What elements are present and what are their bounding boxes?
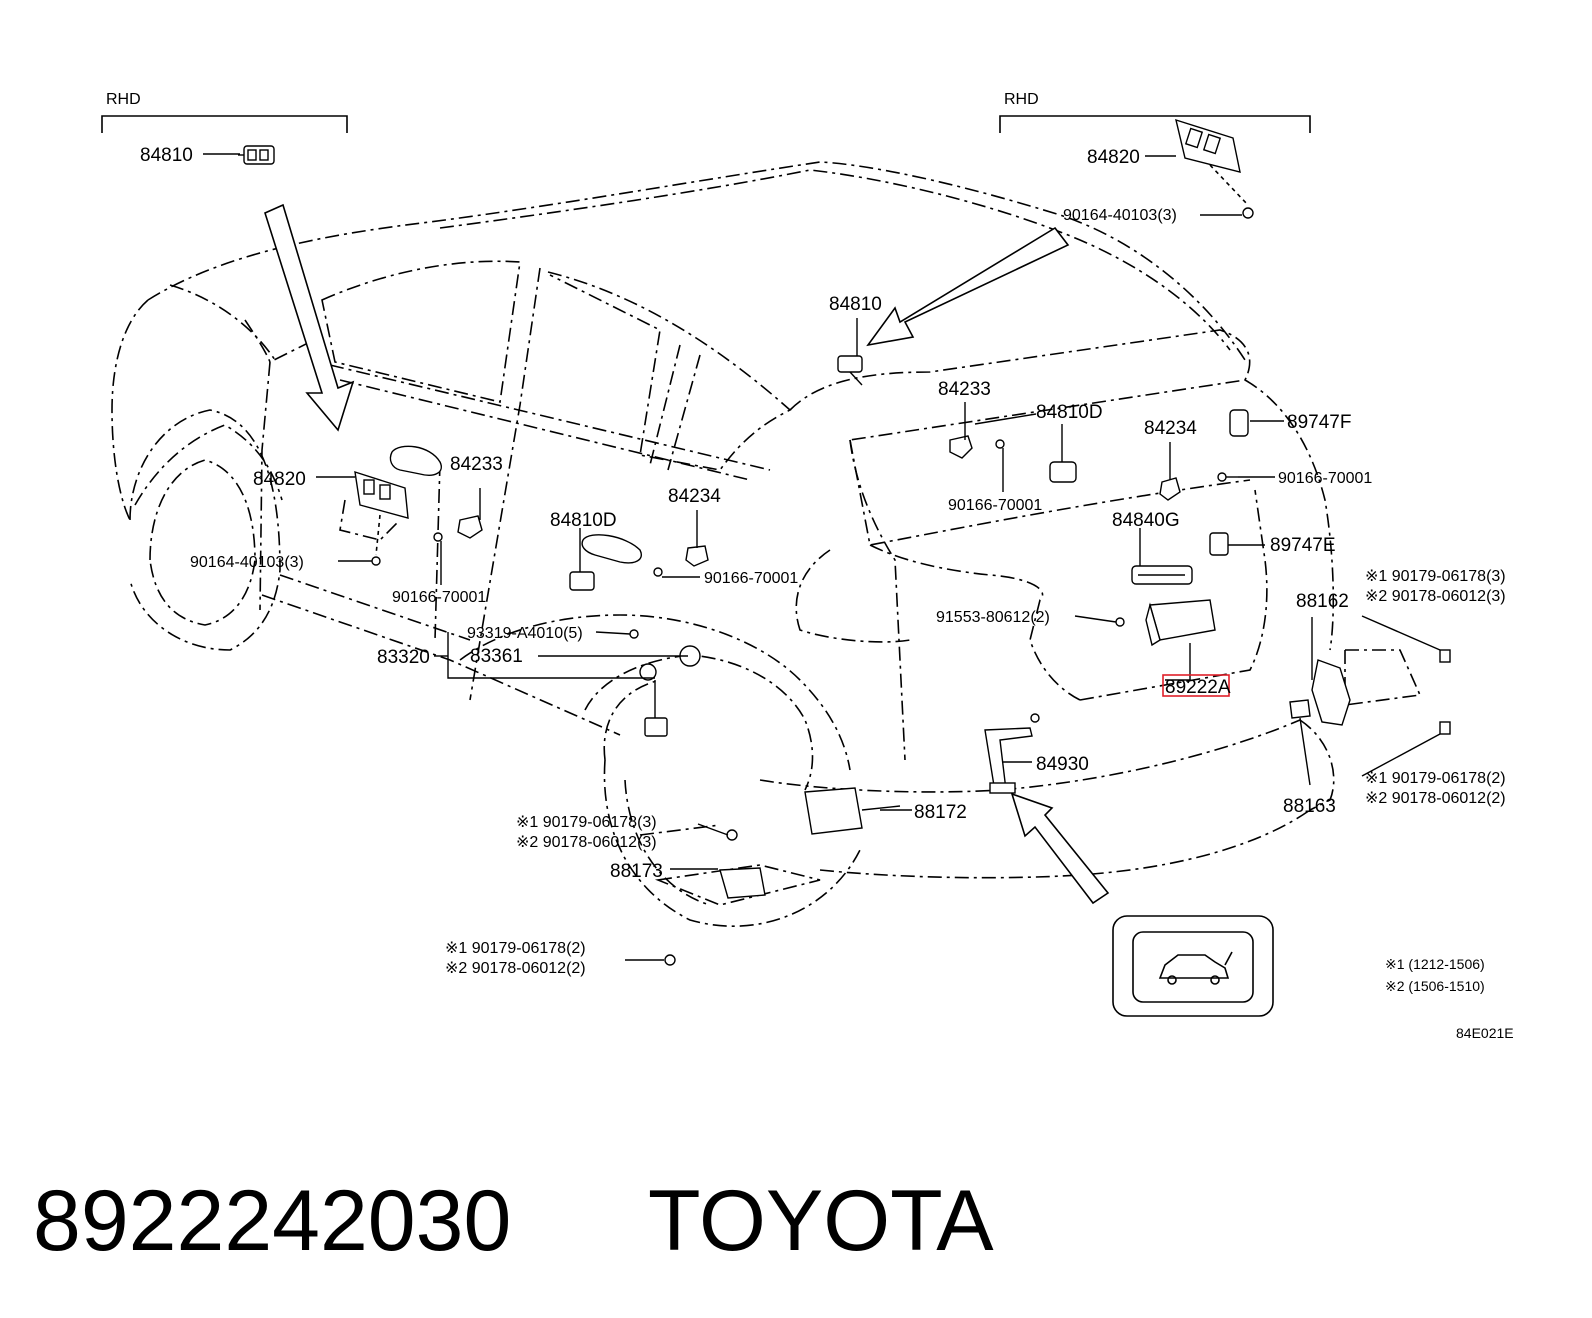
car-body-outline [111, 161, 1422, 927]
label-84234-a: 84234 [1144, 418, 1197, 439]
label-89747f: 89747F [1287, 412, 1351, 433]
label-91553: 91553-80612(2) [936, 609, 1050, 626]
part-lamp-89747e [1209, 532, 1229, 556]
label-88173: 88173 [610, 861, 663, 882]
label-84810-top: 84810 [140, 145, 193, 166]
label-84810d-a: 84810D [1036, 402, 1103, 423]
label-88162-note1: ※1 90179-06178(3) [1365, 568, 1506, 585]
label-90164-left: 90164-40103(3) [190, 554, 304, 571]
part-switch-84810d-b [569, 571, 595, 591]
part-clip-84234-a [1159, 477, 1181, 501]
label-84233-a: 84233 [938, 379, 991, 400]
part-switch-84810d-a [1049, 461, 1077, 483]
label-90166-b: 90166-70001 [1278, 470, 1372, 487]
legend-note2: ※2 (1506-1510) [1385, 978, 1485, 994]
part-switch-84810-mid [837, 355, 863, 386]
label-88163: 88163 [1283, 796, 1336, 817]
diagram-code: 84E021E [1456, 1025, 1514, 1041]
label-84840g: 84840G [1112, 510, 1180, 531]
footer-brand: TOYOTA [648, 1173, 994, 1269]
view-arrow-top [866, 226, 1070, 347]
part-labels: 84810 84820 90164-40103(3) 84810 84233 8… [140, 145, 1506, 977]
label-84820-top: 84820 [1087, 147, 1140, 168]
label-90166-d: 90166-70001 [704, 570, 798, 587]
label-89747e: 89747E [1270, 535, 1336, 556]
label-84233-b: 84233 [450, 454, 503, 475]
inset-liftgate-switch [1112, 915, 1274, 1017]
label-88162-note2: ※2 90178-06012(3) [1365, 588, 1506, 605]
part-radar-module-88172 [804, 787, 901, 835]
label-88162: 88162 [1296, 591, 1349, 612]
part-screw-90166-a [1217, 472, 1238, 482]
footer-caption: 8922242030 TOYOTA [33, 1173, 994, 1269]
legend: ※1 (1212-1506) ※2 (1506-1510) 84E021E [1385, 956, 1514, 1041]
part-bracket-88162 [1289, 649, 1451, 735]
label-90164-top: 90164-40103(3) [1063, 207, 1177, 224]
leader-lines [203, 153, 1441, 961]
label-90166-c: 90166-70001 [392, 589, 486, 606]
view-arrow-left [264, 203, 355, 432]
part-fuel-lid-83320 [629, 629, 701, 737]
part-handle-door-left [389, 445, 642, 564]
label-88163-note1: ※1 90179-06178(2) [1365, 770, 1506, 787]
rhd-label-left: RHD [106, 91, 141, 108]
part-switch-assembly-84820-top [1175, 118, 1254, 219]
part-clip-84233-a [949, 435, 1005, 459]
part-switch-84840g [1131, 565, 1193, 585]
label-88163-note2: ※2 90178-06012(2) [1365, 790, 1506, 807]
label-88172: 88172 [914, 802, 967, 823]
label-88172-note1: ※1 90179-06178(3) [516, 814, 657, 831]
part-clip-84234-b [653, 545, 709, 577]
part-switch-84810-top [238, 145, 275, 165]
rhd-label-right: RHD [1004, 91, 1039, 108]
part-sensor-84930 [984, 713, 1040, 794]
label-90166-a: 90166-70001 [948, 497, 1042, 514]
label-83320: 83320 [377, 647, 430, 668]
label-84820-left: 84820 [253, 469, 306, 490]
legend-note1: ※1 (1212-1506) [1385, 956, 1485, 972]
label-93319: 93319-A4010(5) [467, 625, 583, 642]
part-lamp-89747f [1229, 409, 1249, 437]
highlight-box-89222a [1162, 674, 1230, 697]
part-clip-84233-b [433, 515, 483, 542]
part-module-89222a [1115, 599, 1216, 647]
label-84234-b: 84234 [668, 486, 721, 507]
label-88172-note2: ※2 90178-06012(3) [516, 834, 657, 851]
label-84810d-b: 84810D [550, 510, 617, 531]
label-83361: 83361 [470, 646, 523, 667]
part-bracket-88173 [664, 829, 766, 966]
label-bottom-note2: ※2 90178-06012(2) [445, 960, 586, 977]
label-84810-mid: 84810 [829, 294, 882, 315]
label-84930: 84930 [1036, 754, 1089, 775]
label-bottom-note1: ※1 90179-06178(2) [445, 940, 586, 957]
view-arrow-bottom [1010, 792, 1110, 905]
part-switch-assembly-84820-left [354, 470, 409, 566]
rhd-bracket-right: RHD [999, 91, 1311, 133]
label-89222a: 89222A [1165, 677, 1231, 698]
footer-part-number: 8922242030 [33, 1173, 511, 1269]
rhd-bracket-left: RHD [101, 91, 348, 133]
